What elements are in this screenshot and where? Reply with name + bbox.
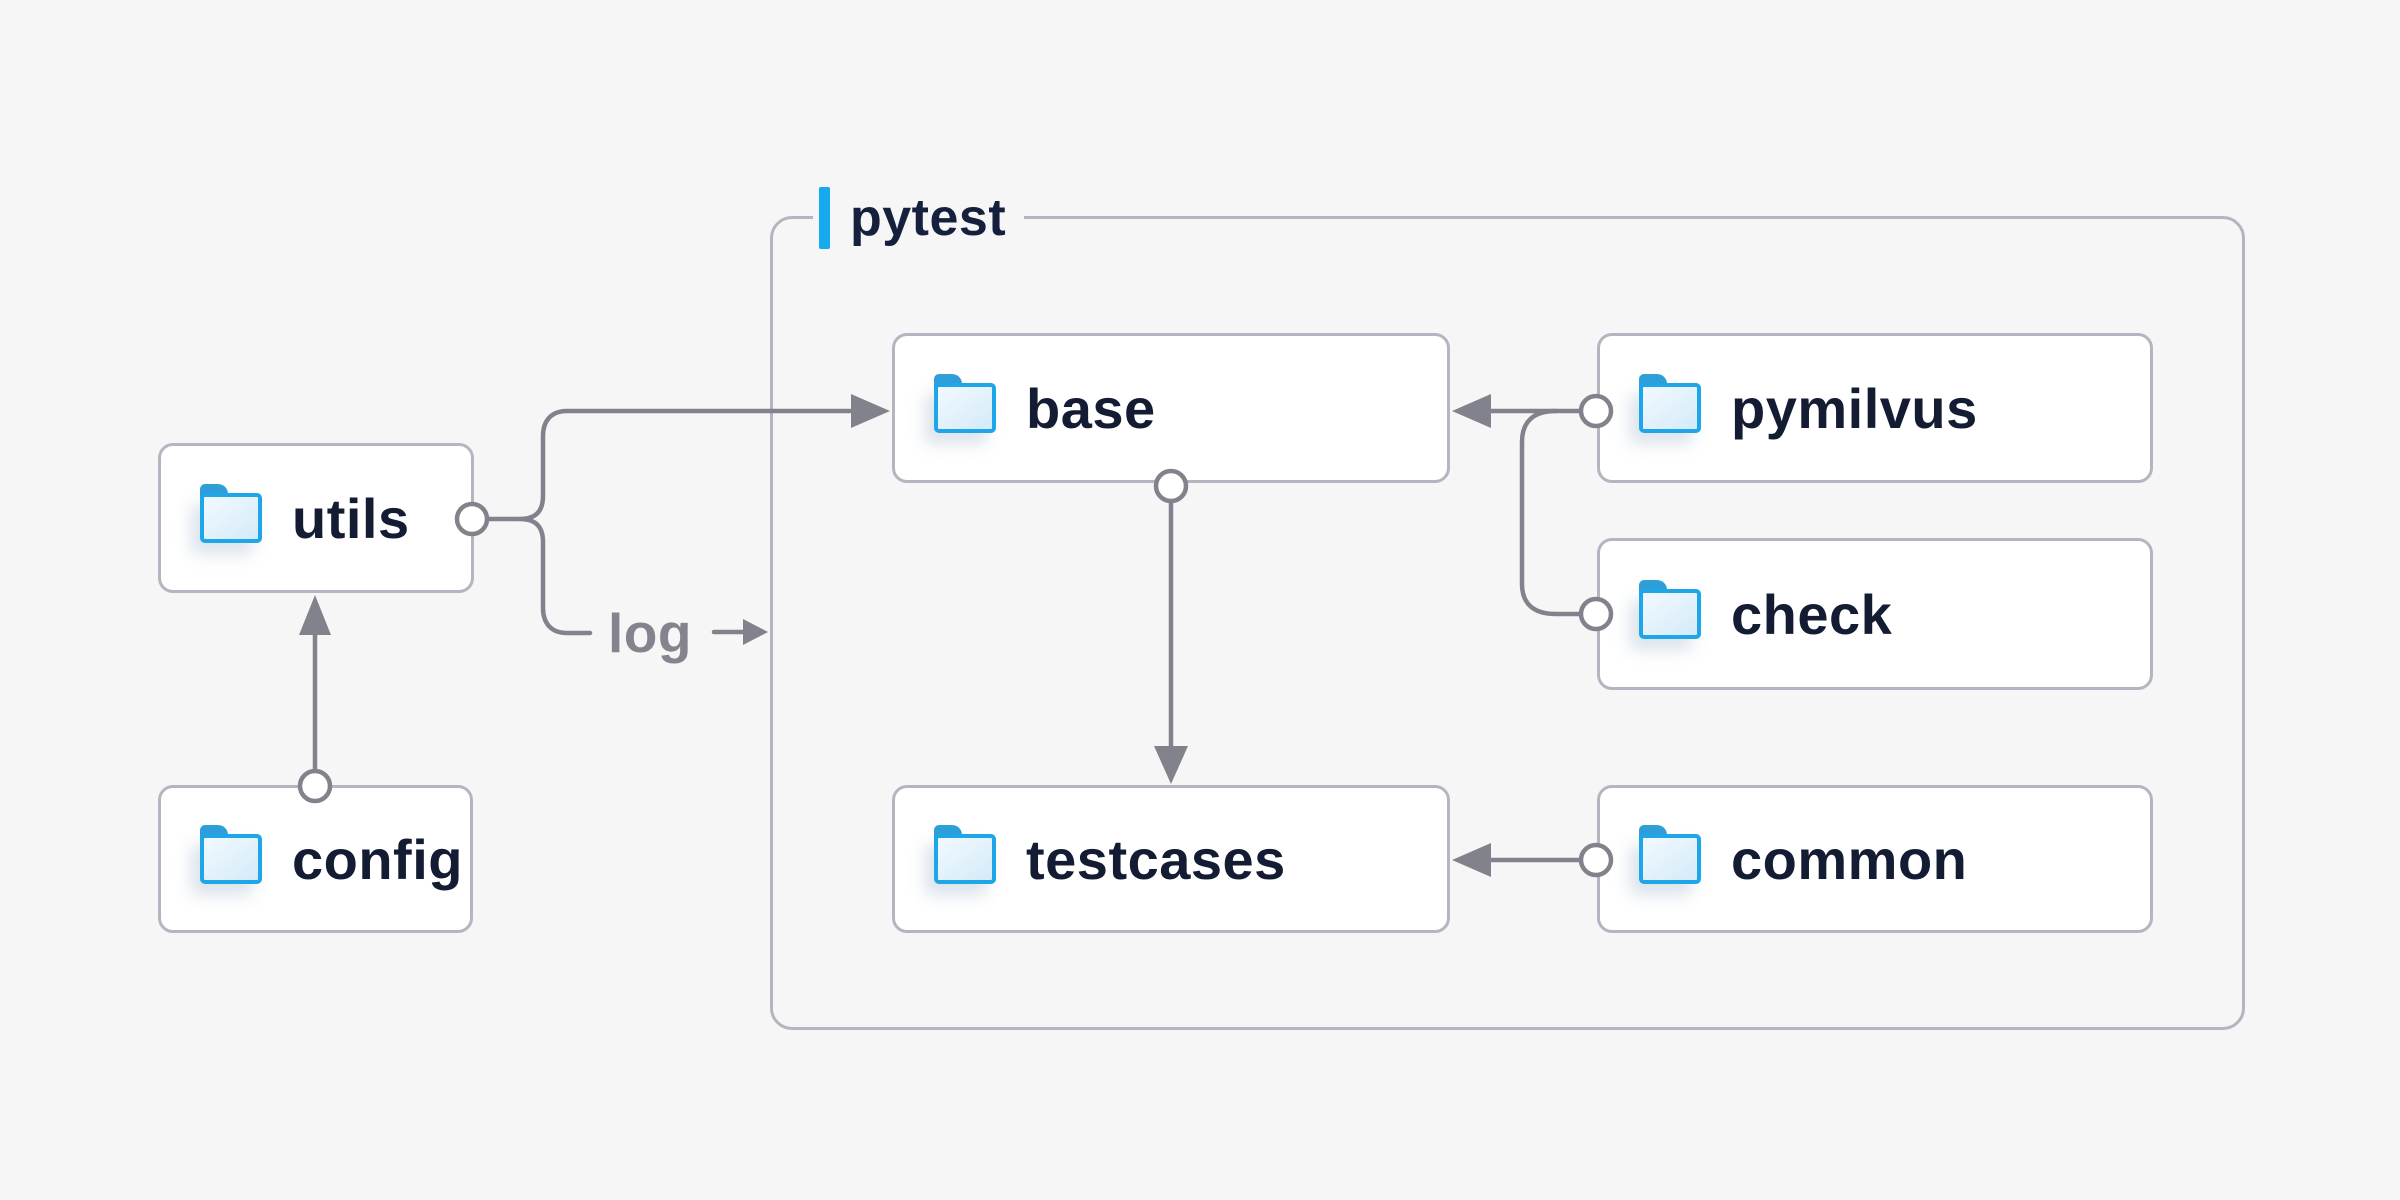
folder-icon: [1639, 825, 1701, 884]
node-base: base: [892, 333, 1450, 483]
folder-icon: [200, 825, 262, 884]
pytest-label-text: pytest: [850, 189, 1007, 247]
folder-icon: [934, 825, 996, 884]
edge-utils-log: [517, 516, 593, 636]
node-config: config: [158, 785, 473, 933]
accent-bar: [819, 187, 830, 249]
node-label: testcases: [1026, 827, 1286, 891]
edge-label-log: log: [608, 602, 692, 664]
pytest-container-label: pytest: [813, 185, 1025, 251]
node-label: common: [1731, 827, 1968, 891]
pytest-container: pytest: [770, 185, 2245, 1030]
folder-icon: [934, 374, 996, 433]
node-label: config: [292, 827, 463, 891]
node-testcases: testcases: [892, 785, 1450, 933]
folder-icon: [200, 484, 262, 543]
node-label: pymilvus: [1731, 376, 1978, 440]
node-pymilvus: pymilvus: [1597, 333, 2153, 483]
node-label: utils: [292, 486, 410, 550]
arrowhead-log: [743, 619, 768, 645]
folder-icon: [1639, 374, 1701, 433]
node-check: check: [1597, 538, 2153, 690]
arrowhead-up-into-utils: [299, 595, 331, 635]
node-common: common: [1597, 785, 2153, 933]
node-label: check: [1731, 582, 1893, 646]
node-utils: utils: [158, 443, 474, 593]
folder-icon: [1639, 580, 1701, 639]
node-label: base: [1026, 376, 1156, 440]
